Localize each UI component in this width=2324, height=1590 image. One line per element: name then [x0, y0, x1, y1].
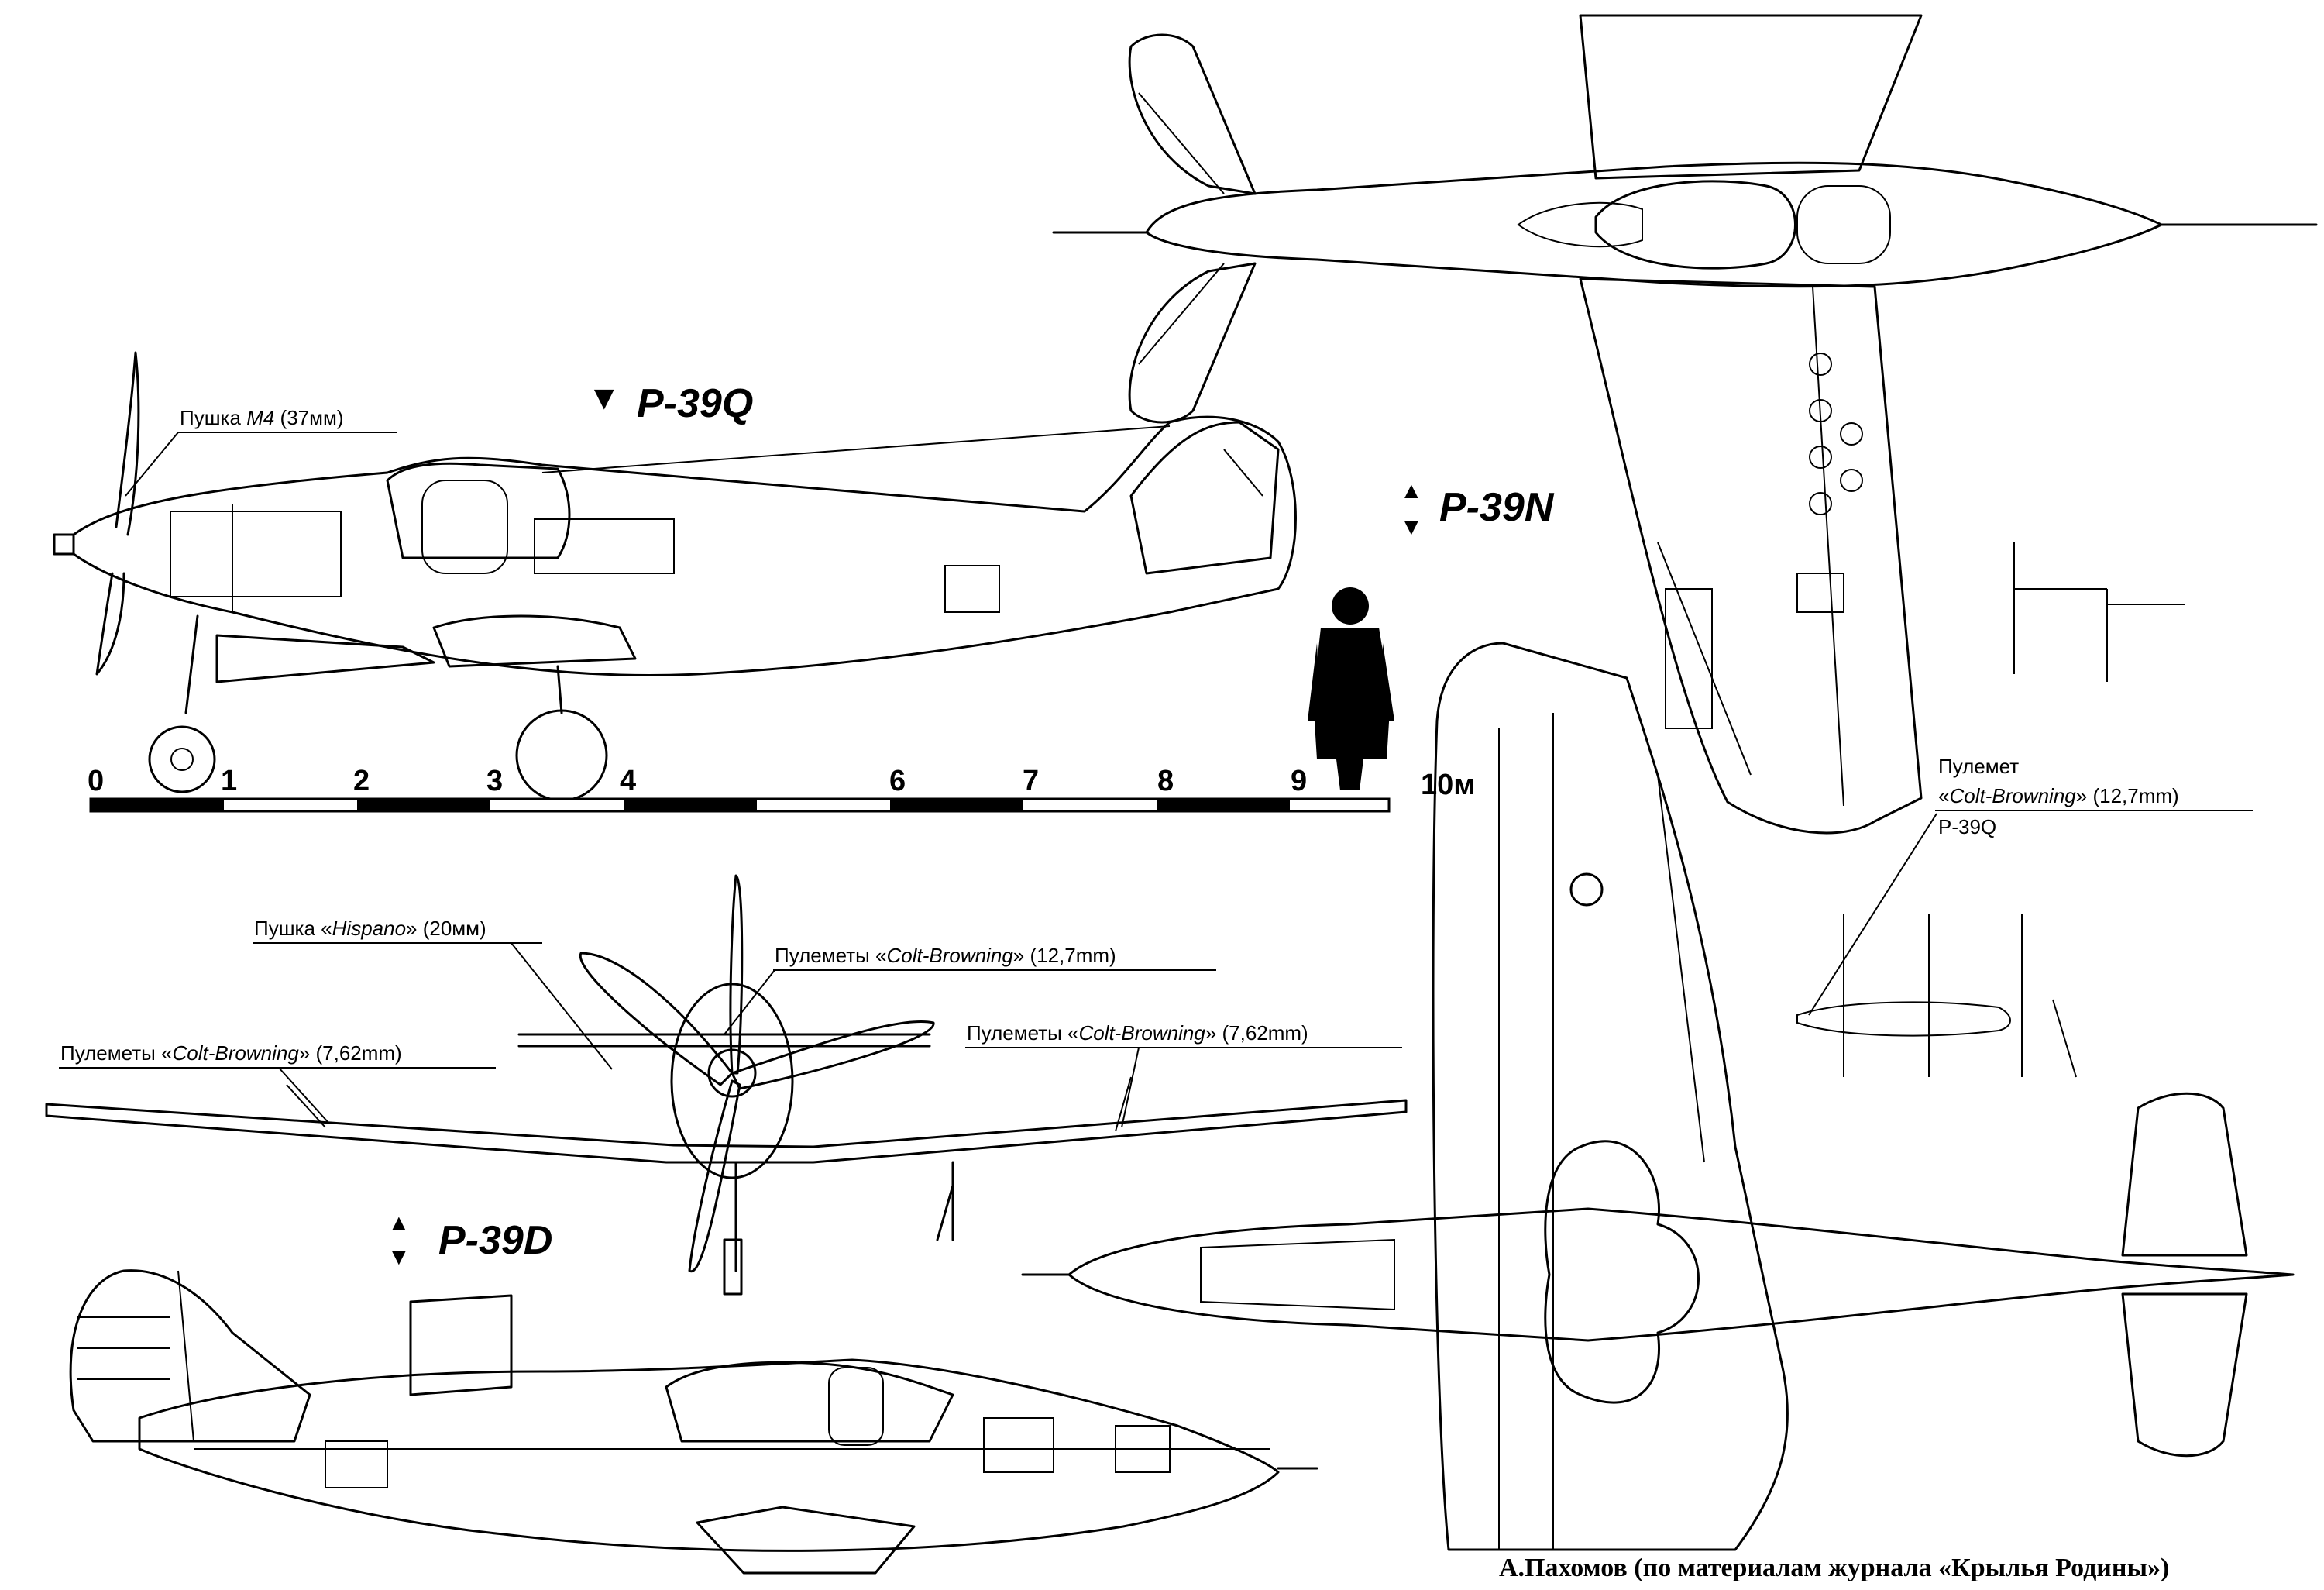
- p39-front-view: [45, 874, 1408, 1296]
- mg-wing-left-callout: Пулеметы «Colt-Browning» (7,62mm): [59, 1041, 496, 1124]
- mg-pod-label-line2: «Colt-Browning» (12,7mm): [1938, 784, 2179, 807]
- pilot-figure: [1308, 587, 1394, 790]
- mg-nose-callout: Пулеметы «Colt-Browning» (12,7mm): [724, 944, 1216, 1035]
- mg-nose-label: Пулеметы «Colt-Browning» (12,7mm): [775, 944, 1116, 967]
- mg-wing-left-label: Пулеметы «Colt-Browning» (7,62mm): [60, 1041, 402, 1065]
- mg-pod-callout: Пулемет «Colt-Browning» (12,7mm) P-39Q: [1808, 755, 2253, 1016]
- scale-tick-4: 4: [620, 765, 636, 797]
- p39n-arrow-up-icon: ▲: [1400, 478, 1423, 504]
- p39q-arrow-down-icon: ▼: [587, 379, 621, 417]
- roundel-icon: [1569, 872, 1604, 907]
- scale-tick-7: 7: [1023, 765, 1039, 797]
- p39d-arrow-up-icon: ▲: [387, 1210, 411, 1236]
- p39n-label: ▲ ▼ P-39N: [1400, 478, 1555, 540]
- hispano-callout: Пушка «Hispano» (20мм): [253, 917, 613, 1070]
- mg-wing-right-label: Пулеметы «Colt-Browning» (7,62mm): [967, 1021, 1308, 1045]
- p39n-wing-panel-marks: [1665, 353, 1863, 729]
- mg-pod-label-variant: P-39Q: [1938, 815, 1996, 838]
- scale-tick-2: 2: [353, 765, 370, 797]
- scale-tick-8: 8: [1157, 765, 1174, 797]
- scale-tick-6: 6: [889, 765, 906, 797]
- credit-caption: А.Пахомов (по материалам журнала «Крылья…: [1499, 1554, 2169, 1582]
- p39d-title: P-39D: [438, 1218, 552, 1263]
- cannon-m4-label: Пушка M4 (37мм): [180, 406, 344, 429]
- scale-bar: 0 1 2 3 4 6 7 8 9 10м: [88, 765, 1475, 813]
- scale-tick-9: 9: [1291, 765, 1307, 797]
- scale-tick-1: 1: [221, 765, 237, 797]
- p39q-side-view: [53, 351, 1297, 802]
- p39-bottom-view: [1021, 642, 2295, 1551]
- scale-tick-10: 10м: [1421, 769, 1475, 801]
- p39q-title: P-39Q: [637, 381, 753, 426]
- p39n-title: P-39N: [1439, 485, 1555, 530]
- cannon-m4-callout: Пушка M4 (37мм): [125, 406, 397, 497]
- scale-tick-3: 3: [486, 765, 503, 797]
- mg-pod-label-line1: Пулемет: [1938, 755, 2019, 778]
- p39d-arrow-down-icon: ▼: [387, 1244, 411, 1270]
- p39d-label: ▲ ▼ P-39D: [387, 1210, 552, 1270]
- p39q-label: ▼ P-39Q: [587, 379, 753, 426]
- p39d-side-view: [69, 1269, 1318, 1575]
- mg-wing-right-callout: Пулеметы «Colt-Browning» (7,62mm): [965, 1021, 1402, 1128]
- scale-tick-0: 0: [88, 765, 104, 797]
- cannon-hispano-label: Пушка «Hispano» (20мм): [254, 917, 486, 940]
- p39n-arrow-down-icon: ▼: [1400, 515, 1423, 540]
- mg-pod-detail: [1796, 542, 2185, 1078]
